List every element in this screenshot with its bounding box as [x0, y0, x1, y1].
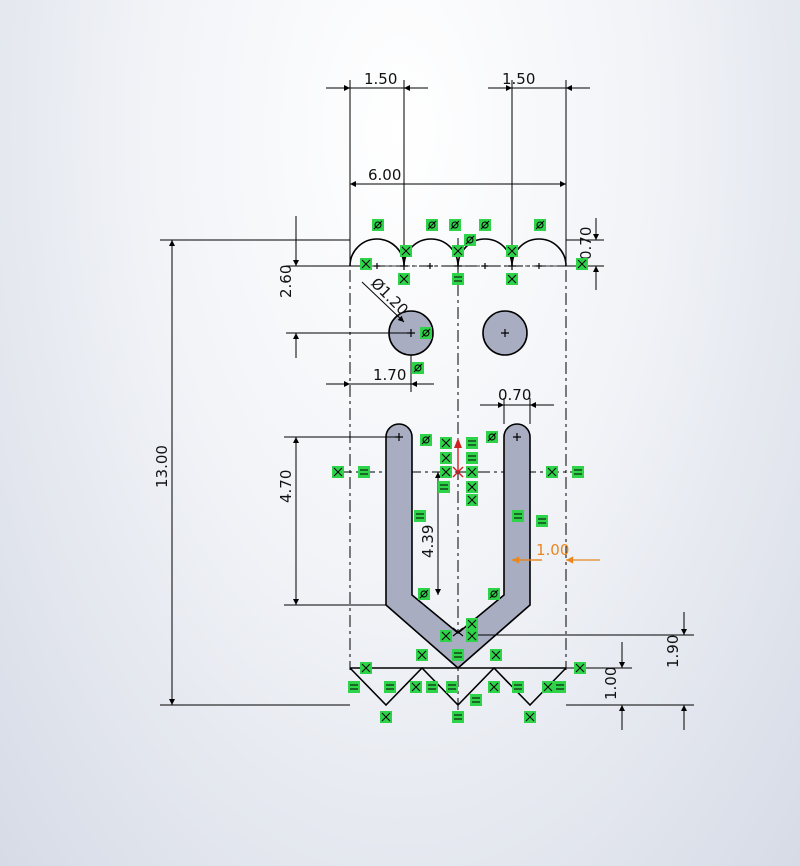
- sketch-relation-glyph: [467, 619, 477, 629]
- sketch-relation-icon[interactable]: [452, 711, 464, 723]
- sketch-relation-glyph: [543, 682, 553, 692]
- dim-top-left-width[interactable]: 1.50: [364, 70, 397, 88]
- sketch-relation-glyph: [399, 274, 409, 284]
- dim-bottom-height-2[interactable]: 1.90: [664, 635, 682, 668]
- dim-slot-height[interactable]: 4.70: [277, 470, 295, 503]
- sketch-relation-glyph: [386, 684, 394, 690]
- dim-slot-width[interactable]: 0.70: [498, 386, 531, 404]
- sketch-relation-glyph: [416, 513, 424, 519]
- sketch-relation-glyph: [333, 467, 343, 477]
- sketch-relation-icon[interactable]: [452, 273, 464, 285]
- sketch-relation-glyph: [547, 467, 557, 477]
- sketch-relation-glyph: [514, 684, 522, 690]
- dimension-lines: [160, 80, 694, 730]
- sketch-relation-glyph: [401, 246, 411, 256]
- dim-top-right-width[interactable]: 1.50: [502, 70, 535, 88]
- sketch-relation-glyph: [454, 714, 462, 720]
- sketch-relation-glyph: [467, 631, 477, 641]
- sketch-relation-glyph: [467, 467, 477, 477]
- sketch-relation-glyph: [440, 484, 448, 490]
- sketch-relation-glyph: [373, 220, 383, 230]
- sketch-relation-icon[interactable]: [358, 466, 370, 478]
- dim-scallop-height[interactable]: 0.70: [577, 227, 595, 260]
- sketch-relation-icon[interactable]: [414, 510, 426, 522]
- sketch-relation-glyph: [441, 438, 451, 448]
- sketch-relation-glyph: [413, 363, 423, 373]
- sketch-relation-glyph: [450, 220, 460, 230]
- sketch-relation-glyph: [507, 246, 517, 256]
- sketch-relation-glyph: [361, 259, 371, 269]
- dim-bottom-height-1[interactable]: 1.00: [602, 667, 620, 700]
- relation-markers[interactable]: [332, 219, 588, 723]
- sketch-relation-glyph: [489, 589, 499, 599]
- sketch-relation-glyph: [361, 663, 371, 673]
- sketch-relation-glyph: [448, 684, 456, 690]
- sketch-relation-glyph: [421, 328, 431, 338]
- sketch-relation-glyph: [480, 220, 490, 230]
- sketch-relation-glyph: [453, 246, 463, 256]
- sketch-relation-glyph: [441, 467, 451, 477]
- sketch-relation-icon[interactable]: [536, 515, 548, 527]
- sketch-relation-glyph: [350, 684, 358, 690]
- sketch-relation-glyph: [411, 682, 421, 692]
- dim-vee-height[interactable]: 4.39: [419, 525, 437, 558]
- sketch-relation-icon[interactable]: [438, 481, 450, 493]
- zigzag-bottom-edge[interactable]: [349, 666, 567, 707]
- sketch-relation-glyph: [421, 435, 431, 445]
- sketch-relation-glyph: [467, 482, 477, 492]
- sketch-relation-glyph: [381, 712, 391, 722]
- sketch-relation-glyph: [428, 684, 436, 690]
- sketch-relation-glyph: [491, 650, 501, 660]
- sketch-relation-icon[interactable]: [512, 510, 524, 522]
- sketch-relation-icon[interactable]: [452, 649, 464, 661]
- sketch-relation-glyph: [472, 697, 480, 703]
- sketch-relation-glyph: [574, 469, 582, 475]
- sketch-relation-glyph: [441, 453, 451, 463]
- sketch-relation-glyph: [514, 513, 522, 519]
- sketch-relation-glyph: [507, 274, 517, 284]
- sketch-relation-glyph: [577, 259, 587, 269]
- sketch-relation-icon[interactable]: [512, 681, 524, 693]
- sketch-relation-glyph: [487, 432, 497, 442]
- sketch-relation-icon[interactable]: [348, 681, 360, 693]
- sketch-relation-glyph: [556, 684, 564, 690]
- sketch-relation-glyph: [525, 712, 535, 722]
- sketch-relation-glyph: [468, 455, 476, 461]
- sketch-relation-glyph: [468, 440, 476, 446]
- sketch-relation-icon[interactable]: [446, 681, 458, 693]
- sketch-relation-glyph: [465, 235, 475, 245]
- sketch-relation-glyph: [538, 518, 546, 524]
- sketch-relation-icon[interactable]: [554, 681, 566, 693]
- sketch-relation-glyph: [417, 650, 427, 660]
- sketch-relation-icon[interactable]: [466, 452, 478, 464]
- sketch-relation-glyph: [427, 220, 437, 230]
- sketch-points: [374, 262, 542, 637]
- sketch-relation-glyph: [535, 220, 545, 230]
- dim-overall-width[interactable]: 6.00: [368, 166, 401, 184]
- sketch-relation-glyph: [441, 631, 451, 641]
- sketch-relation-glyph: [360, 469, 368, 475]
- sketch-relation-glyph: [467, 495, 477, 505]
- sketch-relation-icon[interactable]: [426, 681, 438, 693]
- dim-driven-offset[interactable]: 1.00: [536, 541, 569, 559]
- sketch-relation-icon[interactable]: [572, 466, 584, 478]
- sketch-relation-glyph: [489, 682, 499, 692]
- dim-overall-height[interactable]: 13.00: [153, 445, 171, 488]
- sketch-relation-icon[interactable]: [384, 681, 396, 693]
- sketch-relation-icon[interactable]: [466, 437, 478, 449]
- sketch-relation-glyph: [575, 663, 585, 673]
- sketch-relation-icon[interactable]: [470, 694, 482, 706]
- sketch-relation-glyph: [454, 276, 462, 282]
- dim-hole-offset[interactable]: 1.70: [373, 366, 406, 384]
- sketch-relation-glyph: [419, 589, 429, 599]
- sketch-relation-glyph: [454, 652, 462, 658]
- dim-hole-vertical[interactable]: 2.60: [277, 265, 295, 298]
- origin-icon: [452, 438, 464, 478]
- vee-slot-profile[interactable]: [385, 423, 531, 670]
